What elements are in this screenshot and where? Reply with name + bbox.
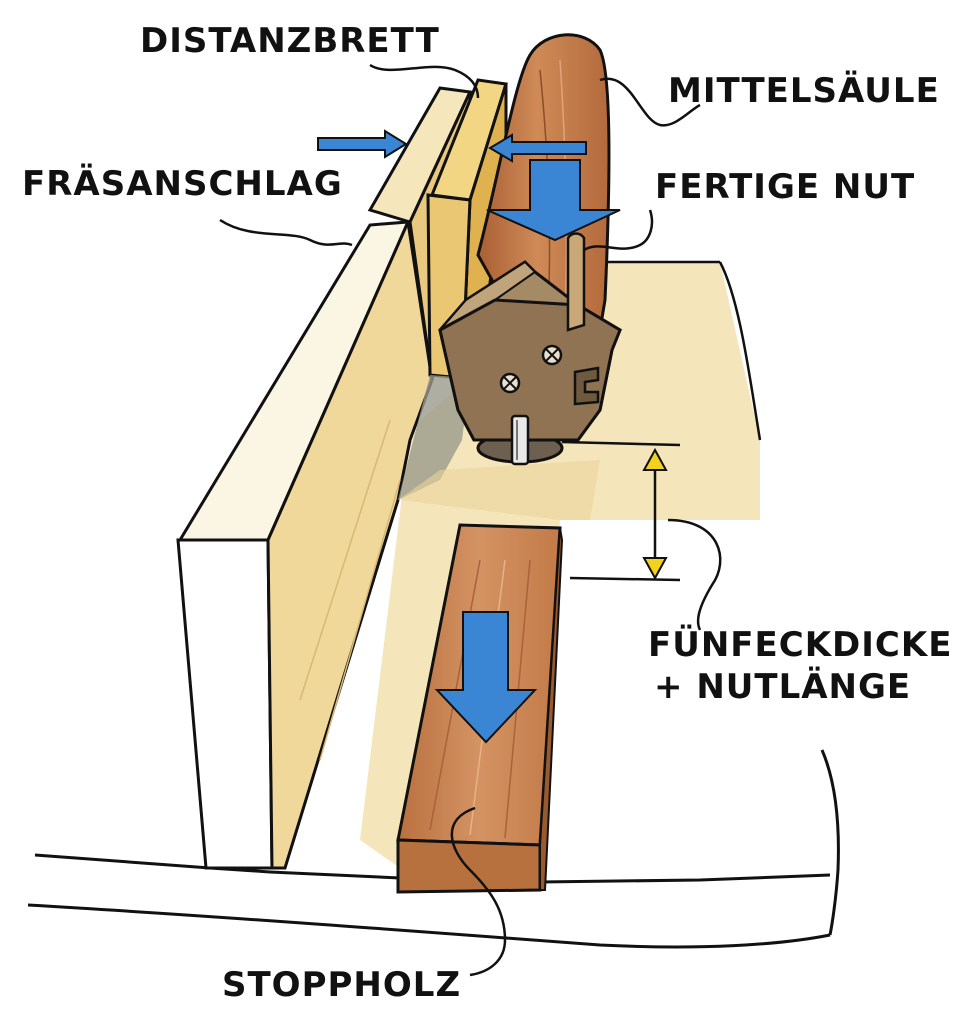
label-distanzbrett: DISTANZBRETT: [140, 21, 440, 61]
label-stoppholz: STOPPHOLZ: [222, 965, 461, 1005]
yellow-triangle-up: [642, 447, 668, 471]
yellow-triangle-down: [642, 557, 668, 581]
base-table: [27, 749, 840, 949]
label-fraesanschlag: FRÄSANSCHLAG: [22, 163, 343, 204]
dimension-marker: [561, 440, 681, 582]
blue-arrow-fence: [317, 129, 408, 159]
blue-arrow-down-stopblock: [434, 611, 538, 744]
label-fertige-nut: FERTIGE NUT: [655, 167, 915, 207]
pentagon-jig: [438, 232, 622, 466]
label-nutlaenge: + NUTLÄNGE: [654, 666, 911, 707]
table-slot: [398, 375, 600, 520]
label-mittelsaeule: MITTELSÄULE: [668, 70, 940, 111]
blue-arrow-down-column: [486, 159, 621, 242]
blue-arrow-spacer: [488, 133, 587, 163]
leader-lines: [219, 63, 722, 977]
label-fuenfeckdicke: FÜNFECKDICKE: [648, 624, 952, 665]
